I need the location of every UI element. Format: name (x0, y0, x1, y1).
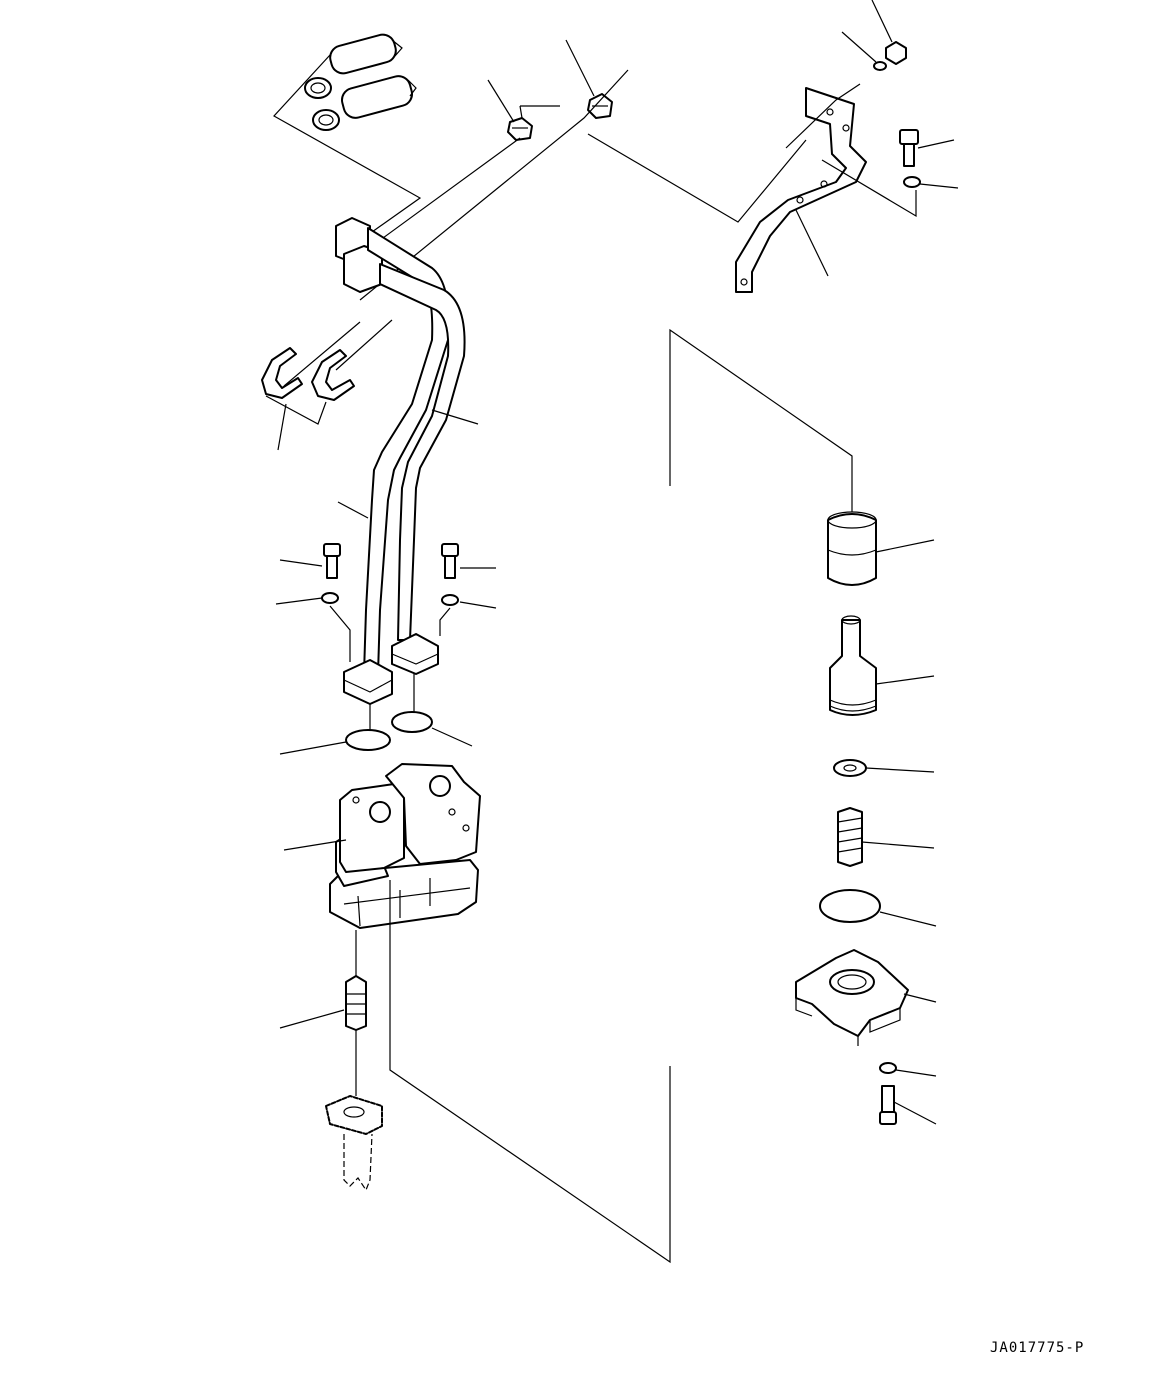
valve-cap (828, 512, 876, 585)
spring-seat (834, 760, 866, 776)
clip-assembly-line-2 (360, 70, 628, 300)
bracket-bolt (900, 130, 918, 166)
hydraulic-pipes (336, 218, 465, 674)
flange-washer-bottom (880, 1063, 896, 1073)
flange-bolt-bottom (880, 1086, 896, 1124)
bracket-washer (874, 62, 886, 70)
flange-washer-left (322, 593, 338, 603)
piston (830, 616, 876, 715)
spool-leaders (280, 930, 356, 1096)
flange-bolt-right (442, 544, 458, 578)
pipe-leader-left (338, 502, 368, 518)
piston-leader (876, 676, 934, 684)
seat-leader (866, 768, 934, 772)
pipe-flange-left (344, 660, 392, 704)
o-ring-right (392, 712, 432, 732)
o-ring-large-leader (880, 912, 936, 926)
valve-flange-leader (904, 994, 936, 1002)
spring-leader (862, 842, 934, 848)
lower-flange-left (326, 1096, 382, 1190)
bracket-nut (886, 42, 906, 64)
detail-reference-line (670, 330, 852, 512)
u-clamps-leader (278, 320, 392, 450)
o-ring-large (820, 890, 880, 922)
drawing-code-label: JA017775-P (990, 1340, 1085, 1356)
valve-flange (796, 950, 908, 1046)
clip-left-leader (488, 80, 514, 122)
o-ring-left (346, 730, 390, 750)
pipe-flange-right (392, 634, 438, 674)
bottom-bolt-leaders (894, 1070, 936, 1124)
hose-ends-leader (274, 55, 420, 232)
mounting-bracket (736, 88, 866, 292)
flange-washer-right (442, 595, 458, 605)
reference-line (390, 880, 670, 1262)
spring (838, 808, 862, 866)
clip-right-leader (566, 40, 594, 96)
spool-left (346, 976, 366, 1030)
valve-block (330, 764, 480, 928)
pipe-clip-right (588, 94, 612, 118)
clip-assembly-line (372, 106, 560, 246)
pipe-clip-left (508, 118, 532, 140)
o-ring-leaders (280, 674, 472, 754)
flange-bolt-left (324, 544, 340, 578)
bracket-lock-washer (904, 177, 920, 187)
hose-ends (305, 32, 416, 130)
bracket-leaders (588, 0, 958, 222)
cap-leader (876, 540, 934, 552)
u-clamps (262, 348, 354, 424)
bracket-leader (796, 210, 828, 276)
pipe-leader-right (432, 410, 478, 424)
valve-block-leader (284, 840, 346, 850)
bolt-leaders (276, 560, 496, 662)
